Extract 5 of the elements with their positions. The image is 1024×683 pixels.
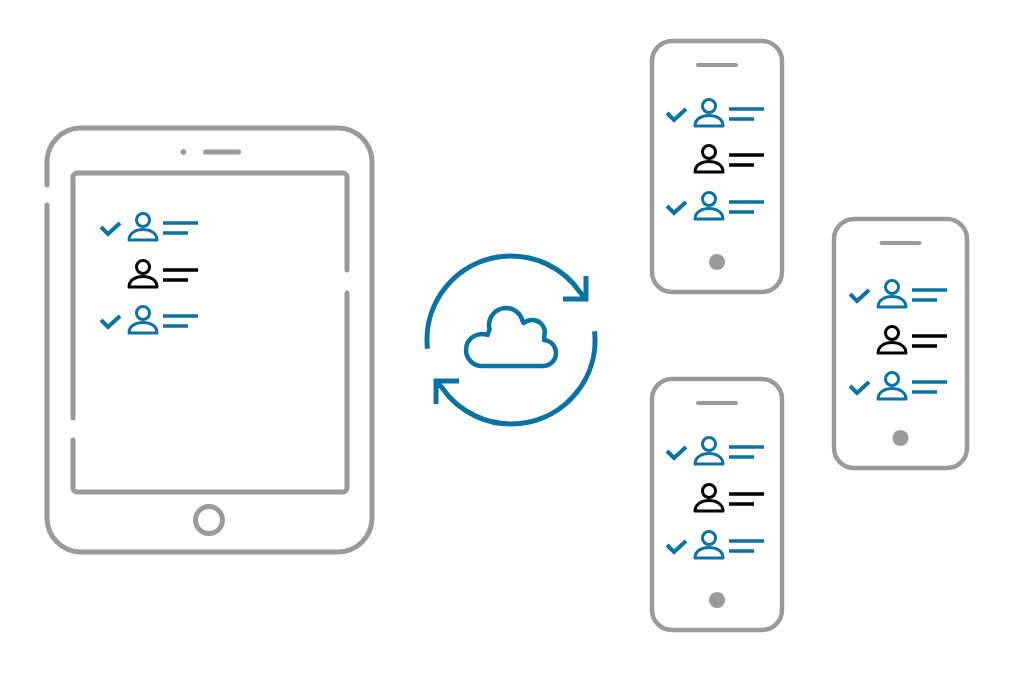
smartphone	[649, 376, 785, 633]
cloud	[463, 305, 559, 369]
tablet	[44, 125, 375, 555]
smartphone	[649, 38, 785, 295]
smartphone	[831, 216, 970, 471]
